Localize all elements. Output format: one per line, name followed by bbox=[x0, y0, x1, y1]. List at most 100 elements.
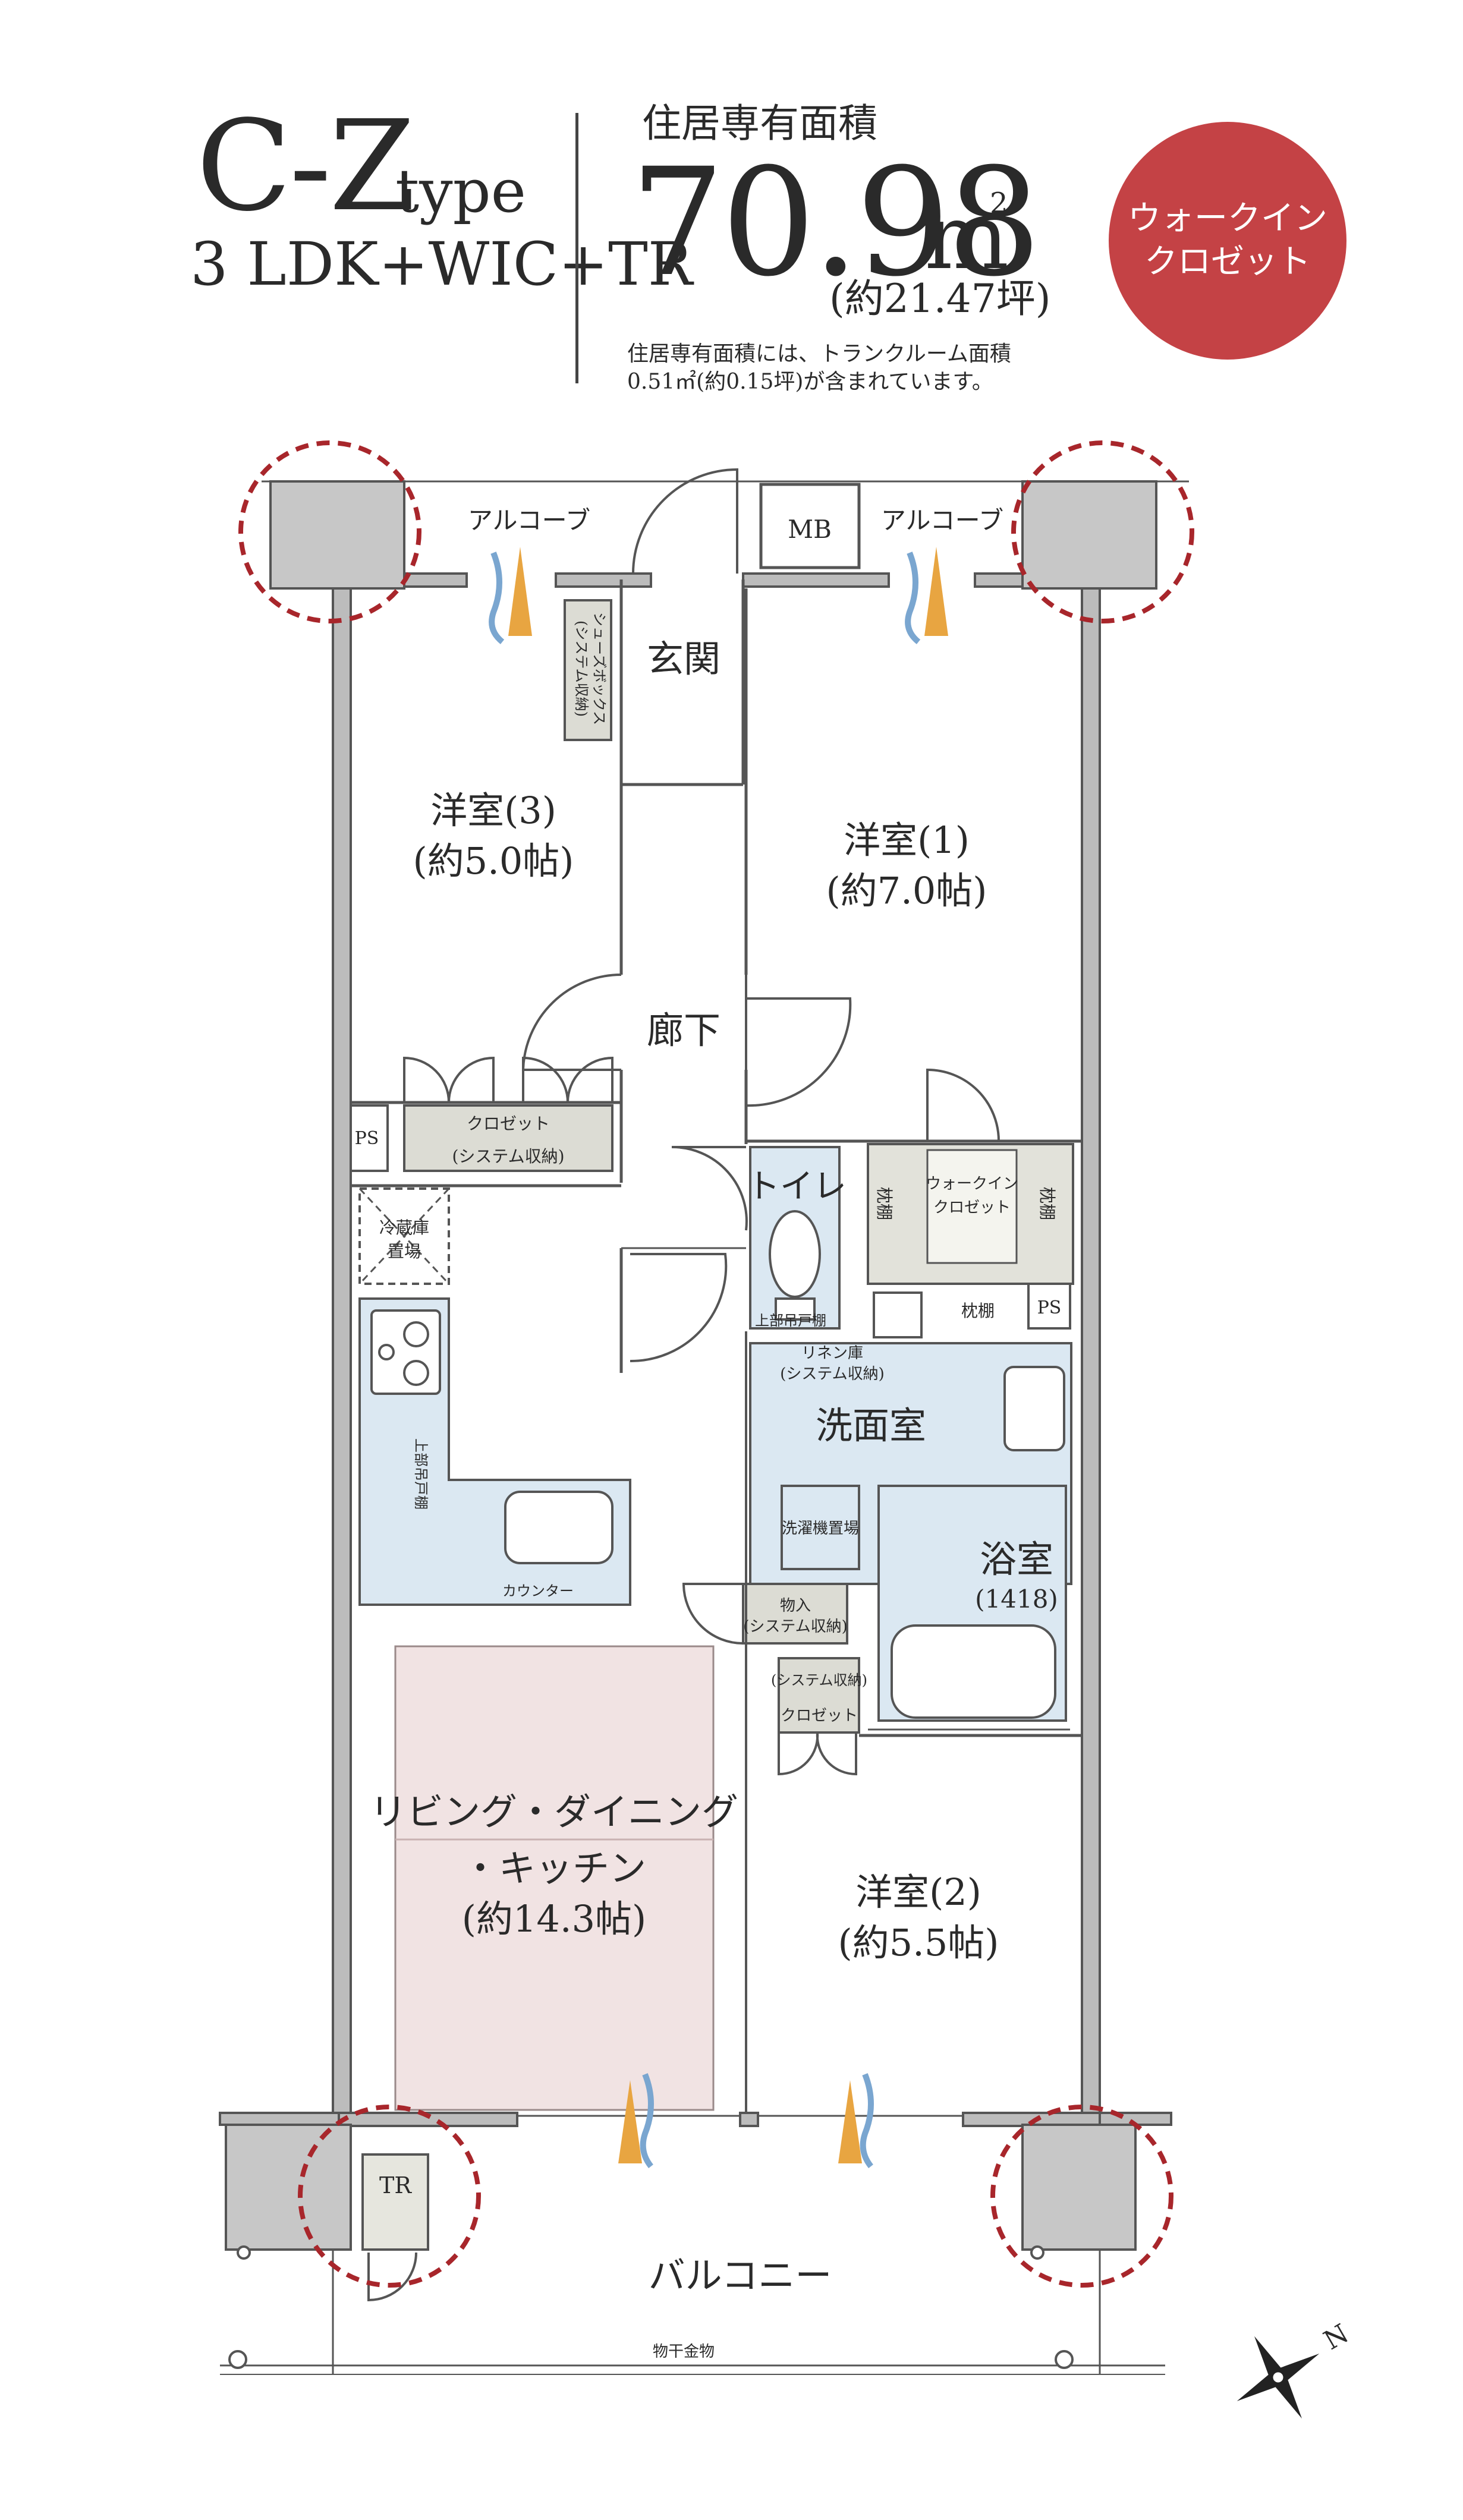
airflow-top-left-cool bbox=[489, 552, 505, 644]
shelf-left-label: 枕棚 bbox=[874, 1187, 894, 1220]
airflow-top-right-warm bbox=[924, 547, 948, 636]
washroom-name: 洗面室 bbox=[816, 1404, 926, 1447]
column-circles bbox=[238, 440, 1194, 2288]
washer-box bbox=[781, 1485, 860, 1570]
column-bottom-left bbox=[225, 2124, 352, 2251]
room1-name: 洋室(1) bbox=[844, 818, 970, 862]
circle-bottom-right bbox=[990, 2105, 1173, 2288]
mb-box bbox=[759, 483, 861, 569]
area-value: 70.98 bbox=[630, 136, 1042, 309]
doors bbox=[367, 468, 1000, 2302]
walk-in-closet-badge: ウォークイン クロゼット bbox=[1109, 122, 1346, 360]
closet2-label-1: (システム収納) bbox=[771, 1672, 867, 1689]
area-fills bbox=[345, 483, 1074, 2111]
area-tsubo: (約21.47坪) bbox=[829, 276, 1051, 322]
room3-size: (約5.0帖) bbox=[413, 839, 574, 883]
closet3-door-2 bbox=[448, 1056, 495, 1103]
ldk-name-1: リビング・ダイニング bbox=[370, 1790, 738, 1834]
wic-label-2: クロゼット bbox=[933, 1199, 1011, 1217]
airflow-arrows bbox=[489, 547, 948, 2169]
linen-label-1: リネン庫 bbox=[801, 1344, 863, 1362]
ps-right-box bbox=[1027, 1283, 1071, 1330]
room3-door-swing bbox=[521, 974, 622, 1071]
area-label: 住居専有面積 bbox=[642, 100, 877, 146]
bathtub bbox=[891, 1624, 1056, 1719]
wall-right bbox=[1081, 578, 1101, 2126]
closet3-label-2: (システム収納) bbox=[452, 1146, 564, 1166]
wall-top-mid bbox=[555, 572, 652, 588]
balcony-slab-left bbox=[219, 2112, 340, 2126]
column-top-left bbox=[269, 480, 405, 590]
tr-box bbox=[361, 2153, 429, 2251]
closet3-door-1 bbox=[403, 1056, 450, 1103]
entrance-name: 玄関 bbox=[647, 637, 721, 681]
fridge-label-1: 冷蔵庫 bbox=[379, 1218, 429, 1237]
balcony-drain-1 bbox=[228, 2350, 247, 2369]
hall-door bbox=[630, 1253, 728, 1363]
burner-2 bbox=[403, 1360, 429, 1386]
upper-cabinet-label: 上部吊戸棚 bbox=[413, 1438, 429, 1510]
airflow-top-right-cool bbox=[905, 552, 921, 644]
fixtures bbox=[228, 1210, 1074, 2369]
wic-label-1: ウォークイン bbox=[926, 1175, 1018, 1193]
airflow-bottom-right-cool bbox=[860, 2073, 874, 2169]
fridge-x-2 bbox=[358, 1187, 450, 1285]
shoesbox-fill bbox=[564, 599, 612, 741]
burner-3 bbox=[378, 1344, 395, 1360]
bathroom-name: 浴室 bbox=[980, 1538, 1053, 1581]
room1-size: (約7.0帖) bbox=[826, 869, 987, 912]
airflow-top-left-warm bbox=[508, 547, 532, 636]
linen-label-2: (システム収納) bbox=[780, 1365, 885, 1383]
compass-center bbox=[1271, 2370, 1285, 2384]
compass bbox=[1237, 2336, 1320, 2419]
mb-label: MB bbox=[788, 515, 832, 544]
badge-line-2: クロゼット bbox=[1144, 242, 1311, 281]
unit-type-name: C-Z bbox=[196, 93, 416, 239]
column-bottom-right bbox=[1021, 2124, 1137, 2251]
vanity bbox=[1003, 1366, 1065, 1451]
shoes-box-label-1: シューズボックス bbox=[591, 612, 608, 725]
ldk-name-2: ・キッチン bbox=[462, 1847, 646, 1890]
room2-name: 洋室(2) bbox=[855, 1870, 981, 1914]
balcony-drain-2 bbox=[1055, 2350, 1074, 2369]
airflow-bottom-left-cool bbox=[640, 2073, 654, 2169]
washer-label: 洗濯機置場 bbox=[782, 1520, 859, 1538]
shoes-box-label-2: (システム収納) bbox=[573, 620, 590, 717]
wall-left bbox=[332, 578, 352, 2126]
burner-1 bbox=[403, 1321, 429, 1347]
closet3-door-3 bbox=[522, 1056, 569, 1103]
column-top-right bbox=[1021, 480, 1157, 590]
airflow-bottom-left-warm bbox=[618, 2080, 642, 2163]
ldk-highlight bbox=[394, 1645, 715, 2111]
room-labels: 洋室(3) (約5.0帖) 洋室(1) (約7.0帖) 玄関 廊下 トイレ 洗面… bbox=[370, 637, 1058, 2297]
room1-door-swing bbox=[745, 975, 852, 1107]
kitchen-sink bbox=[504, 1491, 613, 1564]
ps-left-label: PS bbox=[355, 1128, 379, 1149]
area-unit-superscript: 2 bbox=[990, 187, 1008, 220]
shelf-right-label: 枕棚 bbox=[1037, 1187, 1057, 1220]
unit-type-suffix: type bbox=[395, 156, 526, 226]
small-labels: アルコーブ アルコーブ MB シューズボックス (システム収納) クロゼット (… bbox=[355, 506, 1354, 2361]
balcony-drain-3 bbox=[237, 2245, 251, 2260]
circle-top-left bbox=[238, 440, 421, 623]
area-note-line-2: 0.51㎡(約0.15坪)が含まれています。 bbox=[627, 369, 993, 394]
wic-inner bbox=[926, 1149, 1018, 1264]
laundry-pole-label: 物干金物 bbox=[653, 2343, 715, 2361]
ps-left-box bbox=[345, 1104, 389, 1172]
closet2-label-2: クロゼット bbox=[781, 1707, 858, 1725]
ldk-size: (約14.3帖) bbox=[462, 1897, 646, 1941]
circle-top-right bbox=[1011, 440, 1194, 623]
closet2-door-1 bbox=[778, 1732, 819, 1776]
toilet-tank bbox=[775, 1297, 816, 1321]
ps-right-label: PS bbox=[1037, 1297, 1062, 1318]
linen-box bbox=[873, 1292, 923, 1338]
toilet-name: トイレ bbox=[747, 1167, 847, 1206]
circle-bottom-left bbox=[298, 2105, 481, 2288]
bathroom-size: (1418) bbox=[975, 1585, 1058, 1614]
tr-door bbox=[367, 2252, 417, 2302]
toilet-cabinet-label: 上部吊戸棚 bbox=[755, 1312, 826, 1329]
airflow-bottom-right-warm bbox=[838, 2080, 862, 2163]
toilet-door bbox=[671, 1145, 748, 1231]
room3-name: 洋室(3) bbox=[430, 789, 556, 832]
tr-label: TR bbox=[379, 2172, 412, 2198]
